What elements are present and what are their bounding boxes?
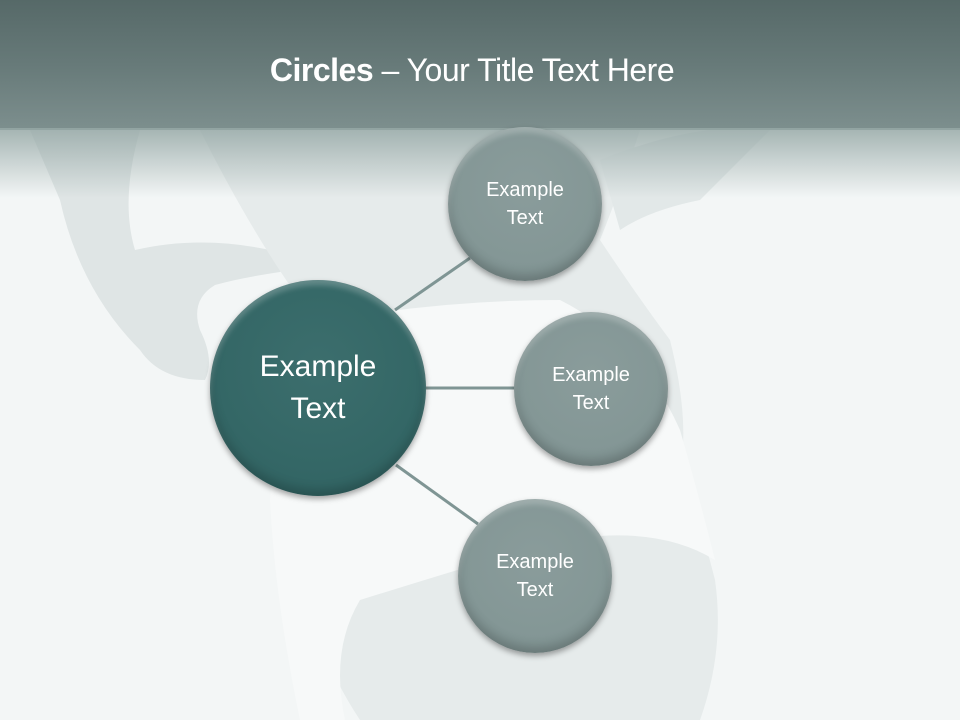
center-circle[interactable]: Example Text	[210, 280, 426, 496]
satellite-label: Example Text	[552, 361, 630, 417]
center-circle-label: Example Text	[260, 346, 377, 430]
center-label-line1: Example	[259, 350, 377, 383]
satellite-label-line1: Example	[496, 551, 574, 573]
satellite-label-line1: Example	[552, 364, 630, 386]
satellite-label-line1: Example	[486, 179, 564, 201]
satellite-label-line2: Text	[572, 392, 610, 414]
connector-top	[394, 256, 471, 312]
slide-title-bold: Circles	[269, 52, 374, 88]
satellite-circle-bottom[interactable]: Example Text	[458, 499, 612, 653]
satellite-label-line2: Text	[506, 207, 544, 229]
slide-title[interactable]: Circles – Your Title Text Here	[0, 52, 944, 89]
center-label-line2: Text	[290, 392, 346, 425]
slide-title-rest: – Your Title Text Here	[373, 52, 675, 88]
satellite-label: Example Text	[496, 548, 574, 604]
satellite-label-line2: Text	[516, 579, 554, 601]
satellite-circle-middle[interactable]: Example Text	[514, 312, 668, 466]
satellite-label: Example Text	[486, 176, 564, 232]
title-bar	[0, 0, 960, 130]
satellite-circle-top[interactable]: Example Text	[448, 127, 602, 281]
connector-bottom	[395, 463, 479, 526]
